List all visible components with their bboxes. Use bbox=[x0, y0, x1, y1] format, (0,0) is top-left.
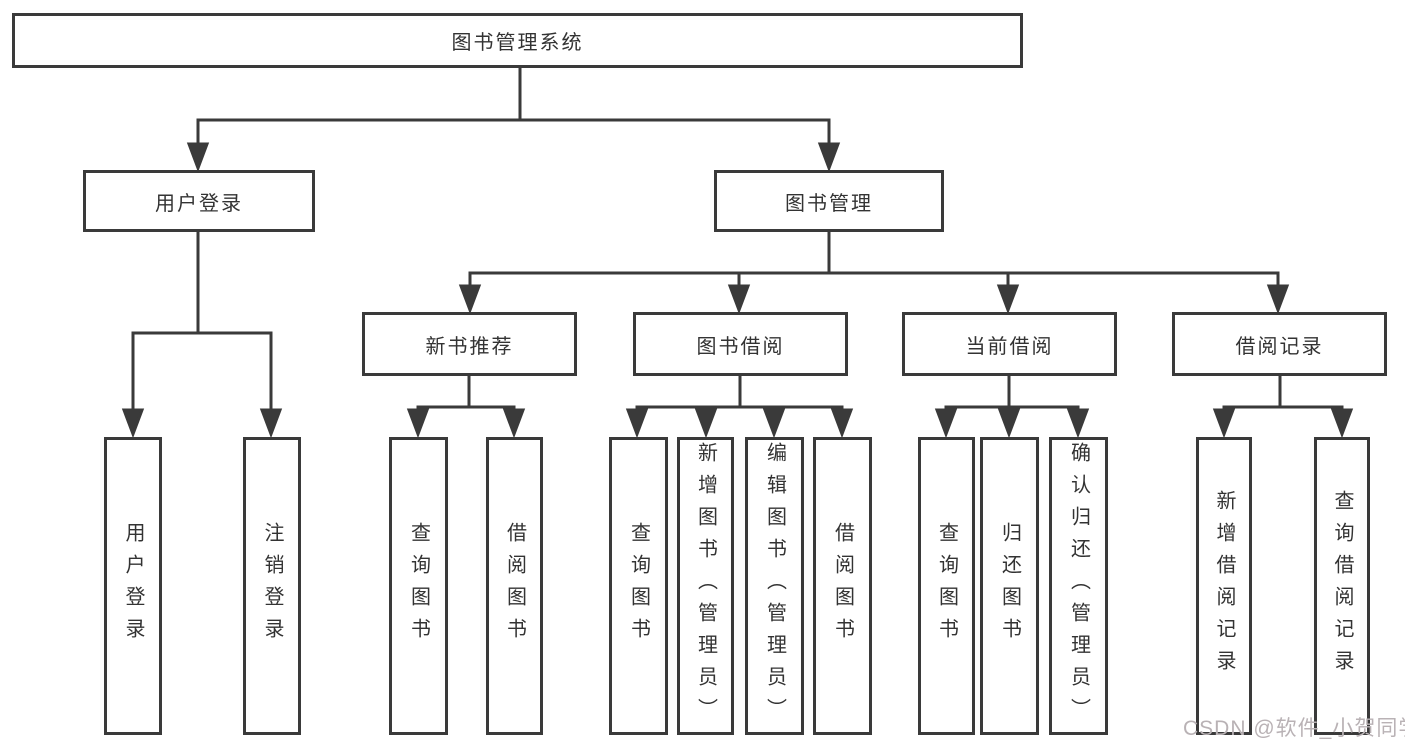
csdn-watermark: CSDN @软件_小贺同学 bbox=[1183, 717, 1405, 740]
leaf-query-books-borrowing: 查询图书 bbox=[609, 437, 668, 735]
leaf-return-books-label: 归还图书 bbox=[998, 522, 1021, 650]
leaf-query-borrow-record-label: 查询借阅记录 bbox=[1331, 490, 1353, 682]
leaf-confirm-return-admin: 确认归还（管理员） bbox=[1049, 437, 1108, 735]
leaf-add-books-admin: 新增图书（管理员） bbox=[677, 437, 734, 735]
node-book-management-label: 图书管理 bbox=[785, 192, 873, 215]
node-borrowing-records-label: 借阅记录 bbox=[1235, 335, 1324, 358]
node-system-root: 图书管理系统 bbox=[12, 13, 1023, 68]
leaf-logout-label: 注销登录 bbox=[261, 522, 283, 650]
leaf-confirm-return-admin-label: 确认归还（管理员） bbox=[1067, 442, 1090, 730]
leaf-add-borrow-record-label: 新增借阅记录 bbox=[1213, 490, 1235, 682]
node-user-login: 用户登录 bbox=[83, 170, 315, 232]
leaf-user-login: 用户登录 bbox=[104, 437, 162, 735]
leaf-return-books: 归还图书 bbox=[980, 437, 1039, 735]
leaf-add-books-admin-label: 新增图书（管理员） bbox=[694, 442, 717, 730]
leaf-user-login-label: 用户登录 bbox=[122, 522, 144, 650]
node-user-login-label: 用户登录 bbox=[155, 192, 243, 215]
leaf-query-books-recommend: 查询图书 bbox=[389, 437, 448, 735]
leaf-query-books-recommend-label: 查询图书 bbox=[407, 522, 430, 650]
node-current-borrowing: 当前借阅 bbox=[902, 312, 1117, 376]
leaf-query-books-borrowing-label: 查询图书 bbox=[627, 522, 650, 650]
node-book-borrowing-label: 图书借阅 bbox=[696, 335, 785, 358]
node-system-root-label: 图书管理系统 bbox=[451, 32, 584, 54]
leaf-borrow-books-label: 借阅图书 bbox=[831, 522, 854, 650]
node-borrowing-records: 借阅记录 bbox=[1172, 312, 1387, 376]
leaf-query-borrow-record: 查询借阅记录 bbox=[1314, 437, 1370, 735]
leaf-query-books-current: 查询图书 bbox=[918, 437, 975, 735]
leaf-borrow-books-recommend-label: 借阅图书 bbox=[503, 522, 526, 650]
leaf-edit-books-admin: 编辑图书（管理员） bbox=[745, 437, 804, 735]
leaf-logout: 注销登录 bbox=[243, 437, 301, 735]
node-new-book-recommend: 新书推荐 bbox=[362, 312, 577, 376]
leaf-edit-books-admin-label: 编辑图书（管理员） bbox=[763, 442, 786, 730]
node-current-borrowing-label: 当前借阅 bbox=[965, 335, 1054, 358]
node-new-book-recommend-label: 新书推荐 bbox=[425, 335, 514, 358]
node-book-management: 图书管理 bbox=[714, 170, 944, 232]
leaf-query-books-current-label: 查询图书 bbox=[935, 522, 958, 650]
leaf-add-borrow-record: 新增借阅记录 bbox=[1196, 437, 1252, 735]
leaf-borrow-books: 借阅图书 bbox=[813, 437, 872, 735]
node-book-borrowing: 图书借阅 bbox=[633, 312, 848, 376]
leaf-borrow-books-recommend: 借阅图书 bbox=[486, 437, 543, 735]
